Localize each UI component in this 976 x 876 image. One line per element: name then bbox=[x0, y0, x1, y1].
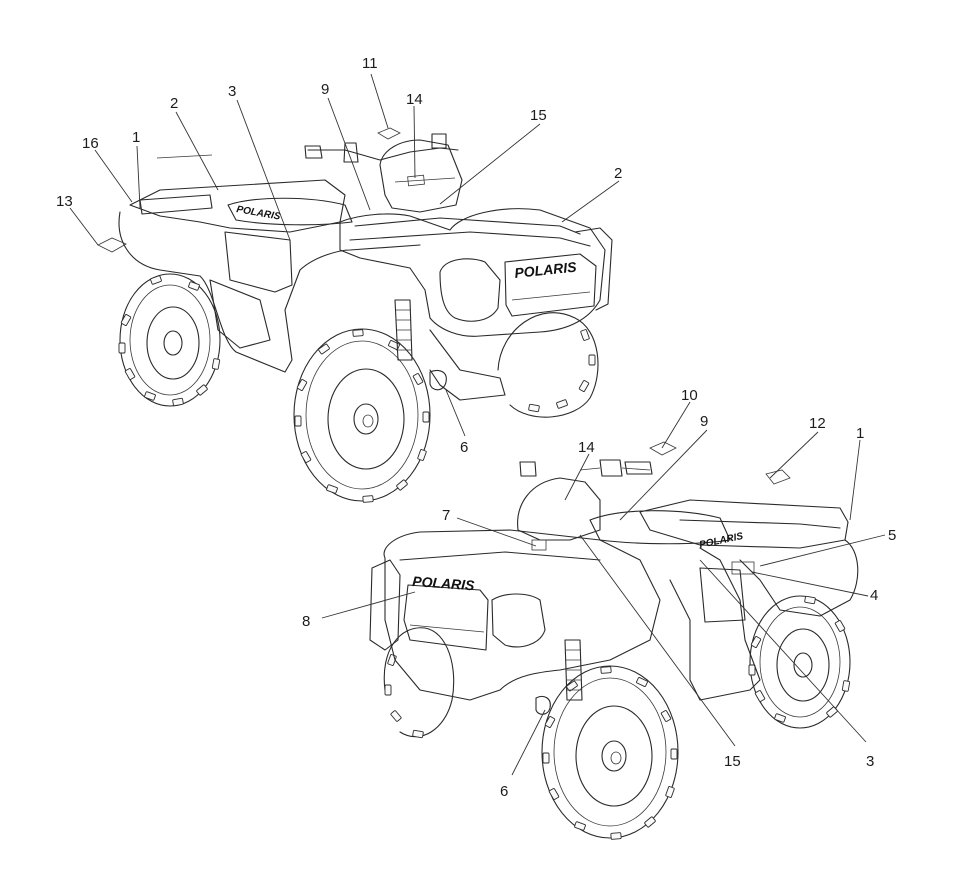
callout-12-bottom: 12 bbox=[809, 415, 826, 432]
front-logo-bottom: POLARIS bbox=[412, 573, 476, 593]
callout-5-bottom: 5 bbox=[888, 527, 896, 544]
front-logo-top: POLARIS bbox=[514, 258, 578, 280]
callout-14-top: 14 bbox=[406, 91, 423, 108]
callouts: 1 2 3 16 13 11 14 9 15 2 6 14 10 9 12 1 … bbox=[56, 55, 896, 800]
callout-9-bottom: 9 bbox=[700, 413, 708, 430]
side-logo-top: POLARIS bbox=[235, 204, 281, 223]
decal-10 bbox=[649, 441, 677, 456]
callout-15-top: 15 bbox=[530, 107, 547, 124]
callout-11-top: 11 bbox=[362, 55, 378, 72]
callout-13-top: 13 bbox=[56, 193, 73, 210]
atv-top-drawing: POLARIS POLARIS bbox=[97, 127, 613, 503]
decal-4 bbox=[731, 561, 755, 575]
callout-16-top: 16 bbox=[82, 135, 99, 152]
callout-9-top: 9 bbox=[321, 81, 329, 98]
callout-10-bottom: 10 bbox=[681, 387, 698, 404]
callout-3-bottom: 3 bbox=[866, 753, 874, 770]
callout-4-bottom: 4 bbox=[870, 587, 878, 604]
decal-2-strip bbox=[156, 154, 213, 159]
callout-2-top-left: 2 bbox=[170, 95, 178, 112]
callout-14-bottom: 14 bbox=[578, 439, 595, 456]
callout-1-top: 1 bbox=[132, 129, 140, 146]
callout-8-bottom: 8 bbox=[302, 613, 310, 630]
callout-15-bottom: 15 bbox=[724, 753, 741, 770]
callout-1-bottom: 1 bbox=[856, 425, 864, 442]
decal-11 bbox=[377, 127, 401, 140]
atv-bottom-drawing: POLARIS POLARIS bbox=[369, 441, 859, 840]
side-logo-bottom: POLARIS bbox=[698, 531, 744, 551]
callout-7-bottom: 7 bbox=[442, 507, 450, 524]
callout-2-top-right: 2 bbox=[614, 165, 622, 182]
decal-13 bbox=[97, 237, 127, 253]
callout-6-top: 6 bbox=[460, 439, 468, 456]
leaders-bottom bbox=[321, 401, 886, 776]
leaders-top bbox=[69, 73, 620, 437]
callout-6-bottom: 6 bbox=[500, 783, 508, 800]
decal-12 bbox=[765, 469, 791, 485]
decal-14 bbox=[407, 174, 425, 187]
callout-3-top: 3 bbox=[228, 83, 236, 100]
